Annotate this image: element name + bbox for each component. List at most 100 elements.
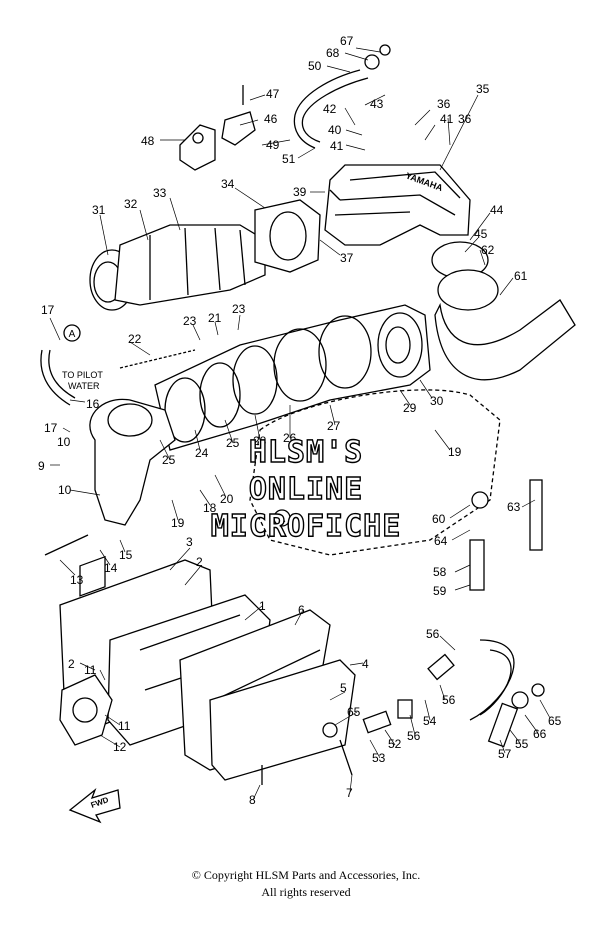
callout: 11 <box>118 719 131 733</box>
callout: 44 <box>490 203 504 217</box>
cover-plate-12 <box>59 674 113 746</box>
reference-marks: A A <box>63 324 291 527</box>
gasket-34 <box>254 199 321 273</box>
copyright-notice: © Copyright HLSM Parts and Accessories, … <box>191 868 421 882</box>
callout: 57 <box>498 747 512 761</box>
exhaust-elbow <box>89 398 176 526</box>
callout: 68 <box>326 46 340 60</box>
callout: 4 <box>362 657 369 671</box>
callout: 27 <box>327 419 341 433</box>
callout: 45 <box>474 227 488 241</box>
watermark: HLSM'S ONLINE MICROFICHE <box>210 434 402 544</box>
callout: 17 <box>41 303 55 317</box>
callout: 14 <box>104 561 118 575</box>
callout: 34 <box>221 177 235 191</box>
callout: 6 <box>298 603 305 617</box>
callout: 19 <box>171 516 185 530</box>
callout: 16 <box>86 397 100 411</box>
callout: 60 <box>432 512 446 526</box>
callout: 59 <box>433 584 447 598</box>
callout: 3 <box>186 535 193 549</box>
watermark-line3: MICROFICHE <box>211 509 402 544</box>
callout: 58 <box>433 565 447 579</box>
pipe-22 <box>119 349 196 369</box>
callout: 55 <box>515 737 529 751</box>
callout: 15 <box>119 548 133 562</box>
callout: 32 <box>124 197 138 211</box>
callout: 13 <box>70 573 84 587</box>
callout: 10 <box>58 483 72 497</box>
callout: 26 <box>283 431 297 445</box>
exhaust-chamber-upper: YAMAHA <box>324 164 471 246</box>
callout: 67 <box>340 34 354 48</box>
callout: 12 <box>113 740 127 754</box>
callout: 30 <box>430 394 444 408</box>
ref-a-lower: A <box>279 514 286 525</box>
callout: 25 <box>226 436 240 450</box>
callout: 56 <box>442 693 456 707</box>
callout: 20 <box>220 492 234 506</box>
callout: 31 <box>92 203 106 217</box>
callout: 23 <box>183 314 197 328</box>
mount-bracket <box>179 111 256 171</box>
callout: 61 <box>514 269 528 283</box>
callout-labels: 67 68 50 35 47 42 43 36 36 48 46 40 41 4… <box>38 34 562 807</box>
callout: 17 <box>44 421 58 435</box>
exhaust-manifold <box>59 555 356 781</box>
callout: 7 <box>346 786 353 800</box>
callout: 49 <box>266 138 280 152</box>
callout: 41 <box>440 112 454 126</box>
callout: 36 <box>458 112 472 126</box>
callout: 2 <box>68 657 75 671</box>
callout: 29 <box>403 401 417 415</box>
callout: 39 <box>293 185 307 199</box>
callout: 50 <box>308 59 322 73</box>
callout: 24 <box>195 446 209 460</box>
callout: 48 <box>141 134 155 148</box>
rights-reserved: All rights reserved <box>261 885 351 899</box>
callout: 42 <box>323 102 337 116</box>
callout: 54 <box>423 714 437 728</box>
callout: 10 <box>57 435 71 449</box>
callout: 56 <box>407 729 421 743</box>
callout: 37 <box>340 251 354 265</box>
callout: 62 <box>481 243 495 257</box>
bolts <box>44 85 353 785</box>
callout: 66 <box>533 727 547 741</box>
callout: 22 <box>128 332 142 346</box>
pilot-water-note-line2: WATER <box>68 381 100 391</box>
callout: 9 <box>38 459 45 473</box>
callout: 19 <box>448 445 462 459</box>
callout: 46 <box>264 112 278 126</box>
leader-lines <box>49 47 551 801</box>
watermark-line2: ONLINE <box>249 472 363 507</box>
callout: 47 <box>266 87 280 101</box>
callout: 18 <box>203 501 217 515</box>
pilot-water-hose <box>40 349 76 406</box>
callout: 43 <box>370 97 384 111</box>
pilot-water-note-line1: TO PILOT <box>62 370 103 380</box>
cooling-hose-right <box>322 479 545 748</box>
callout: 33 <box>153 186 167 200</box>
callout: 28 <box>253 434 267 448</box>
callout: 64 <box>434 534 448 548</box>
callout: 41 <box>330 139 344 153</box>
callout: 23 <box>232 302 246 316</box>
water-hose <box>293 44 391 149</box>
callout: 8 <box>249 793 256 807</box>
callout: 56 <box>426 627 440 641</box>
callout: 65 <box>548 714 562 728</box>
callout: 53 <box>372 751 386 765</box>
callout: 1 <box>259 599 266 613</box>
callout: 35 <box>476 82 490 96</box>
outlet-hose <box>431 241 576 381</box>
callout: 63 <box>507 500 521 514</box>
callout: 2 <box>196 555 203 569</box>
callout: 51 <box>282 152 296 166</box>
engine-outline <box>249 389 501 556</box>
callout: 52 <box>388 737 402 751</box>
watermark-line1: HLSM'S <box>249 435 363 470</box>
muffler-body <box>89 224 266 311</box>
callout: 21 <box>208 311 222 325</box>
